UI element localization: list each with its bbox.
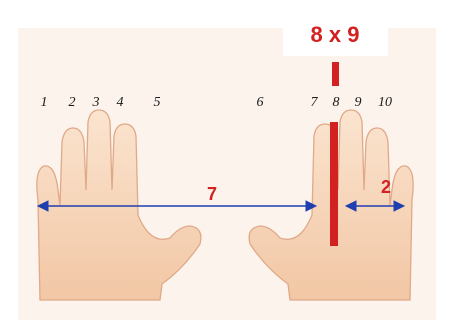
finger-number: 5 — [154, 95, 161, 110]
finger-number: 8 — [333, 95, 340, 110]
right-arrow — [344, 200, 406, 212]
finger-number: 6 — [257, 95, 264, 110]
left-count-label: 7 — [207, 184, 217, 204]
finger-number: 7 — [311, 95, 319, 110]
finger-number: 4 — [117, 95, 124, 110]
finger-number: 1 — [41, 95, 48, 110]
finger-number: 10 — [378, 95, 392, 110]
left-arrow — [36, 200, 318, 212]
finger-number: 2 — [69, 95, 76, 110]
finger-eight-marker — [330, 122, 338, 246]
marker-top — [332, 62, 339, 86]
right-count-label: 2 — [381, 177, 391, 197]
title-text: 8 x 9 — [311, 22, 360, 47]
left-hand — [36, 109, 202, 301]
finger-number: 9 — [355, 95, 362, 110]
title-box — [283, 12, 388, 56]
finger-number: 3 — [92, 95, 100, 110]
